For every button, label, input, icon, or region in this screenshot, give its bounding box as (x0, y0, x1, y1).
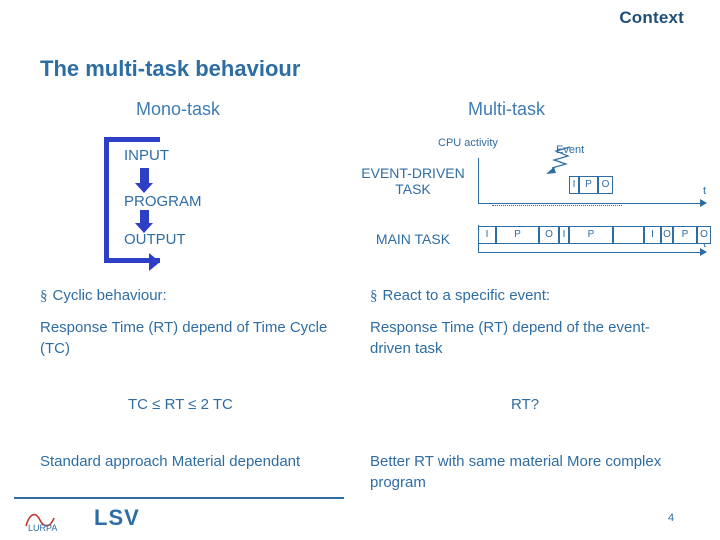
main-task-label: MAIN TASK (375, 231, 451, 247)
event-label: Event (556, 144, 585, 156)
mono-step-input: INPUT (124, 147, 169, 164)
bullet-mark-icon: § (40, 288, 48, 304)
footer-divider (14, 497, 344, 499)
event-task-box: P (579, 176, 598, 194)
lsv-brand: LSV (94, 505, 140, 530)
left-conclusion: Standard approach Material dependant (40, 453, 301, 470)
main-task-box: O (697, 226, 711, 244)
main-task-box: O (539, 226, 559, 244)
right-paragraph: Response Time (RT) depend of the event-d… (370, 319, 650, 357)
main-task-box: P (569, 226, 613, 244)
main-task-box: I (644, 226, 661, 244)
arrow-down-icon (135, 210, 153, 233)
timeline-axis-bottom-arrow-icon (700, 248, 707, 256)
main-task-box: I (559, 226, 569, 244)
timeline-axis-top-label: t (703, 185, 707, 197)
timeline-axis-top-arrow-icon (700, 199, 707, 207)
loop-arrow-head-icon (149, 253, 160, 271)
event-zigzag-arrow-icon (546, 146, 571, 174)
multi-task-heading: Multi-task (468, 99, 546, 119)
event-driven-task-label: EVENT-DRIVEN TASK (361, 165, 465, 197)
main-task-box: P (673, 226, 697, 244)
page-number: 4 (668, 512, 675, 524)
timeline-axis-bottom-label: t (703, 238, 707, 250)
lurpa-logo-icon: LURPA (25, 513, 57, 532)
left-center-line: TC ≤ RT ≤ 2 TC (128, 396, 233, 413)
timeline-axis-top-vertical (478, 158, 479, 203)
loop-bracket (104, 137, 160, 263)
main-task-box: P (496, 226, 539, 244)
mono-step-program: PROGRAM (124, 193, 202, 210)
page-title: The multi-task behaviour (40, 56, 301, 81)
context-label: Context (619, 8, 684, 27)
right-bullet-text: React to a specific event: (382, 287, 551, 304)
main-task-box: O (661, 226, 673, 244)
svg-text:LURPA: LURPA (28, 523, 57, 532)
main-task-box: I (478, 226, 496, 244)
timeline-axis-top (478, 203, 700, 204)
left-bullet: §Cyclic behaviour: (40, 287, 167, 305)
right-center-line: RT? (511, 396, 540, 413)
left-bullet-text: Cyclic behaviour: (52, 287, 167, 304)
right-conclusion: Better RT with same material More comple… (370, 453, 662, 491)
cpu-activity-label: CPU activity (438, 137, 498, 149)
bullet-mark-icon: § (370, 288, 378, 304)
dotted-connector (492, 205, 622, 206)
mono-step-output: OUTPUT (124, 231, 186, 248)
right-bullet: §React to a specific event: (370, 287, 550, 305)
left-paragraph: Response Time (RT) depend of Time Cycle … (40, 319, 328, 357)
arrow-down-icon (135, 168, 153, 193)
event-task-box: I (569, 176, 579, 194)
timeline-axis-bottom (478, 252, 700, 253)
main-task-box-empty (613, 226, 644, 244)
mono-task-heading: Mono-task (136, 99, 221, 119)
event-task-box: O (598, 176, 613, 194)
